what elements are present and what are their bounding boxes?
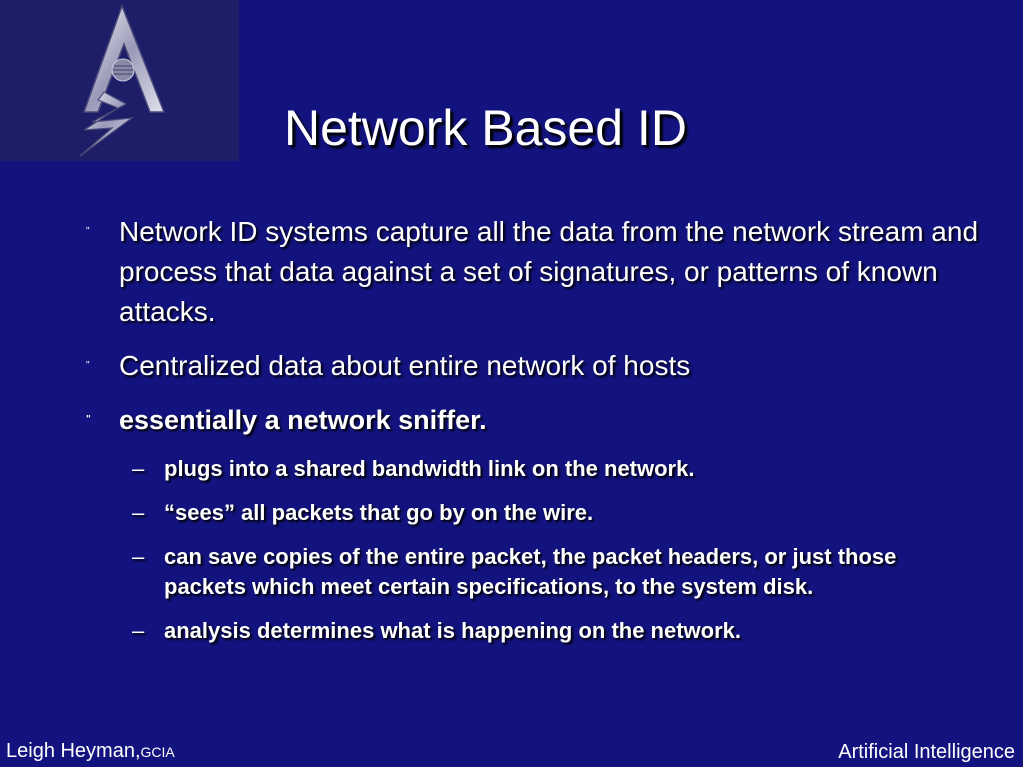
- sub-bullet-text: “sees” all packets that go by on the wir…: [164, 500, 594, 525]
- footer-author-org: GCIA: [140, 744, 175, 760]
- footer-author-name: Leigh Heyman,: [6, 740, 141, 762]
- slide-title: Network Based ID: [284, 100, 687, 156]
- bullet-marker: ": [86, 226, 90, 237]
- bullet-marker: ": [86, 360, 90, 371]
- sub-bullet-dash: –: [132, 618, 145, 643]
- logo-panel: [0, 0, 239, 161]
- sub-bullet-text: plugs into a shared bandwidth link on th…: [164, 456, 695, 481]
- sub-bullet-item: – can save copies of the entire packet, …: [84, 542, 954, 602]
- bullet-item: " essentially a network sniffer.: [84, 400, 984, 440]
- bullet-text: Network ID systems capture all the data …: [119, 216, 979, 327]
- footer-course: Artificial Intelligence: [838, 741, 1015, 763]
- sub-bullet-dash: –: [132, 500, 145, 525]
- bullet-item: " Network ID systems capture all the dat…: [84, 212, 984, 332]
- sub-bullet-text: analysis determines what is happening on…: [164, 618, 742, 643]
- sub-bullet-item: – analysis determines what is happening …: [84, 616, 954, 646]
- bullet-marker: ": [86, 414, 91, 425]
- bullet-text: Centralized data about entire network of…: [119, 350, 691, 381]
- sub-bullet-item: – “sees” all packets that go by on the w…: [84, 498, 954, 528]
- sub-bullet-text: can save copies of the entire packet, th…: [164, 544, 897, 599]
- lightning-arrow-logo-icon: [79, 3, 166, 157]
- footer-author: Leigh Heyman,GCIA: [6, 738, 175, 765]
- sub-bullet-dash: –: [132, 544, 145, 569]
- bullet-list: " Network ID systems capture all the dat…: [84, 212, 984, 660]
- bullet-item: " Centralized data about entire network …: [84, 346, 984, 386]
- bullet-text: essentially a network sniffer.: [119, 405, 487, 435]
- sub-bullet-dash: –: [132, 456, 145, 481]
- sub-bullet-item: – plugs into a shared bandwidth link on …: [84, 454, 954, 484]
